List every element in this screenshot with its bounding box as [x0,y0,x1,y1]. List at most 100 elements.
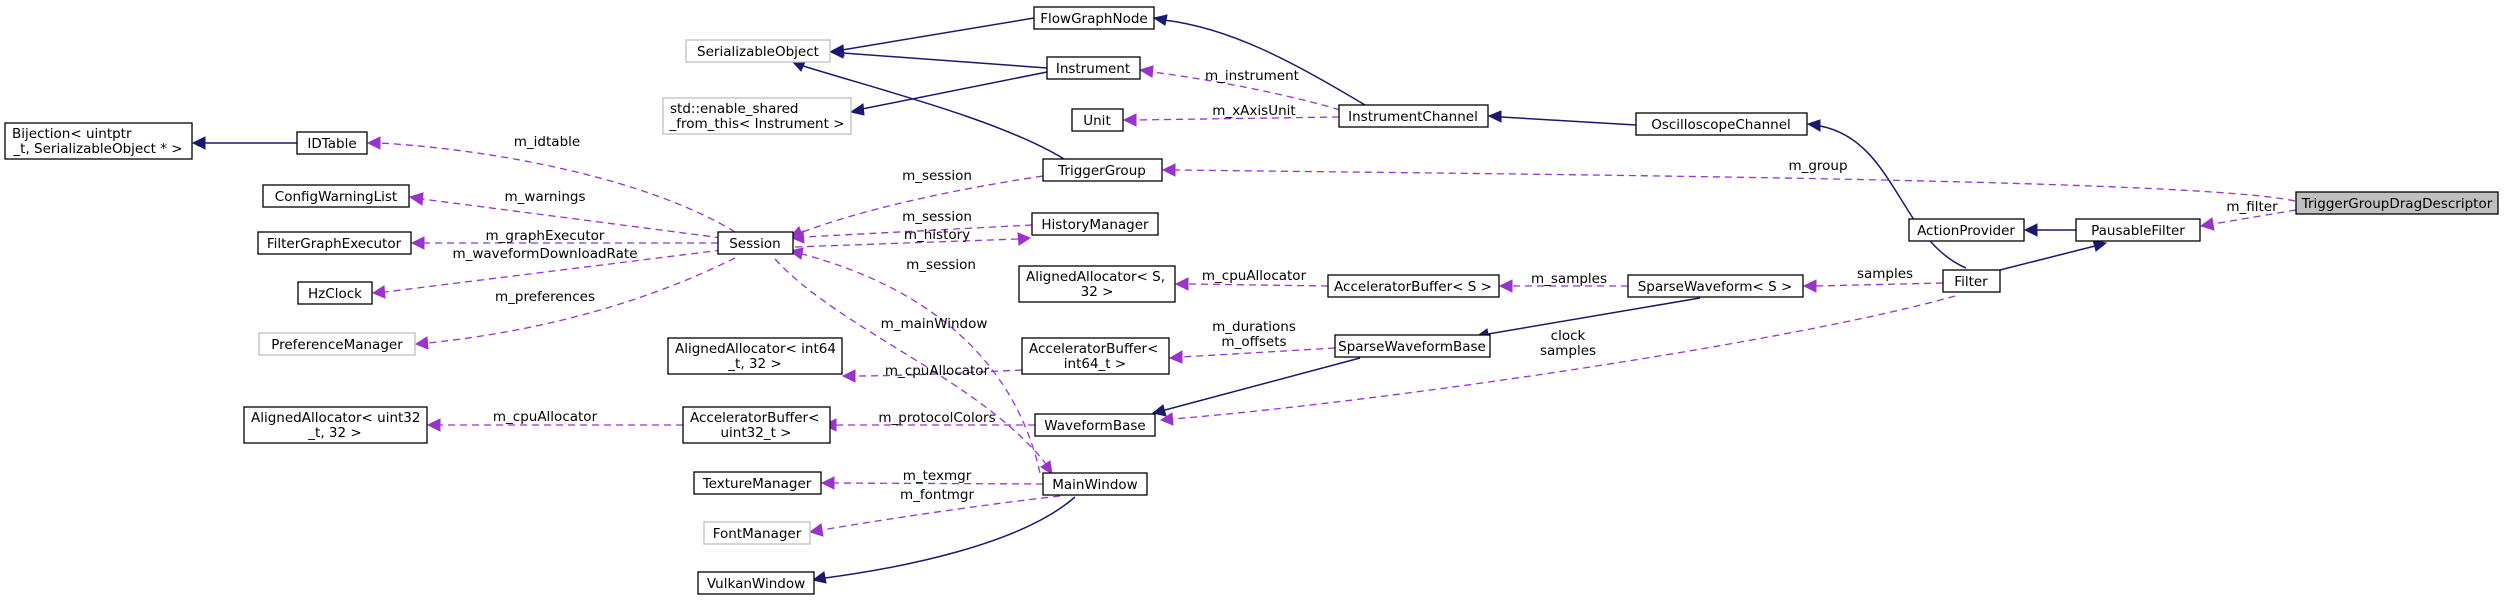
node-label: ConfigWarningList [275,189,397,205]
node-label: SerializableObject [697,44,819,60]
edge-m-cpuallocator-int64 [854,369,1023,377]
node-instrumentchannel[interactable]: InstrumentChannel [1338,104,1489,128]
node-label: FontManager [713,526,802,542]
node-label: InstrumentChannel [1348,109,1478,125]
edge-label-m-preferences: m_preferences [495,289,595,305]
node-label: TextureManager [702,476,812,492]
node-label: PreferenceManager [271,337,403,353]
node-label: TriggerGroupDragDescriptor [2301,196,2493,212]
nodes: TriggerGroupDragDescriptor TriggerGroup … [4,6,2499,595]
node-enable-shared-from-this[interactable]: std::enable_shared _from_this< Instrumen… [662,97,852,135]
node-filter[interactable]: Filter [1942,269,2001,293]
node-vulkanwindow[interactable]: VulkanWindow [697,571,815,595]
node-label-line-1: AlignedAllocator< S, [1026,269,1165,285]
node-hzclock[interactable]: HzClock [297,281,373,305]
node-historymanager[interactable]: HistoryManager [1031,212,1159,236]
node-session[interactable]: Session [717,231,794,255]
node-acceleratorbuffer-s[interactable]: AcceleratorBuffer< S > [1327,274,1500,298]
node-sparsewaveform[interactable]: SparseWaveform< S > [1627,274,1804,298]
edge-label-m-filter: m_filter [2226,199,2278,215]
edge-sparsewaveform-sparsewaveformbase [1487,297,1701,335]
edge-m-history [794,238,1019,248]
edge-m-idtable [379,142,736,233]
edge-filter-oscilloscopechannel [1819,125,1967,269]
edge-m-instrument [1151,71,1341,111]
node-label-line-2: _from_this< Instrument > [668,116,844,132]
node-acceleratorbuffer-int64[interactable]: AcceleratorBuffer< int64_t > [1021,337,1170,375]
edge-label-m-session-mainwindow: m_session [906,257,976,273]
edge-sparsewaveformbase-waveformbase [1164,357,1361,411]
node-alignedallocator-uint32[interactable]: AlignedAllocator< uint32 _t, 32 > [243,406,428,444]
node-label-line-2: uint32_t > [721,425,792,441]
node-triggergroup[interactable]: TriggerGroup [1042,158,1163,182]
node-label-line-1: Bijection< uintptr [12,126,132,142]
edge-m-fontmgr [821,495,1061,531]
edge-label-m-mainwindow: m_mainWindow [881,316,988,332]
node-label: Session [729,236,781,252]
edge-m-preferences [427,257,736,344]
edge-filter-pausablefilter [1999,245,2096,271]
node-label-line-1: AlignedAllocator< uint32 [251,410,420,426]
edge-label-m-group: m_group [1788,158,1847,174]
edge-label-m-history: m_history [904,227,970,243]
node-pausablefilter[interactable]: PausableFilter [2075,218,2201,242]
edge-label-m-fontmgr: m_fontmgr [900,487,974,503]
edge-label-clock: clock [1551,328,1586,344]
node-flowgraphnode[interactable]: FlowGraphNode [1033,6,1155,30]
node-sparsewaveformbase[interactable]: SparseWaveformBase [1334,334,1491,358]
node-actionprovider[interactable]: ActionProvider [1908,218,2025,242]
node-alignedallocator-int64[interactable]: AlignedAllocator< int64 _t, 32 > [667,337,843,375]
node-label-line-1: std::enable_shared [670,101,799,117]
edge-m-durations-offsets [1181,347,1336,358]
node-label-line-1: AcceleratorBuffer< [1029,341,1158,357]
node-label: HzClock [308,286,362,302]
node-serializableobject[interactable]: SerializableObject [685,39,831,63]
node-label: IDTable [307,136,356,152]
edge-instrument-enableshared [861,71,1048,110]
node-alignedallocator-s[interactable]: AlignedAllocator< S, 32 > [1018,265,1176,303]
node-filtergraphexecutor[interactable]: FilterGraphExecutor [257,231,412,255]
edge-label-m-cpuallocator-uint32: m_cpuAllocator [493,409,598,425]
edge-m-xaxisunit [1135,116,1340,121]
edge-samples [1815,282,1944,287]
edge-label-m-xaxisunit: m_xAxisUnit [1212,103,1295,119]
node-label: PausableFilter [2091,223,2185,239]
edge-label-m-waveformdownloadrate: m_waveformDownloadRate [452,246,637,262]
node-label: OscilloscopeChannel [1651,117,1791,133]
node-label: SparseWaveform< S > [1638,279,1793,295]
edge-label-m-instrument: m_instrument [1205,68,1299,84]
edge-label-m-durations: m_durations [1212,319,1296,335]
node-unit[interactable]: Unit [1071,108,1124,132]
node-fontmanager[interactable]: FontManager [703,521,811,545]
node-mainwindow[interactable]: MainWindow [1042,472,1148,496]
node-acceleratorbuffer-uint32[interactable]: AcceleratorBuffer< uint32_t > [682,406,831,444]
node-label-line-1: AlignedAllocator< int64 [675,341,836,357]
edge-m-cpuallocator-s [1187,283,1329,287]
node-label-line-2: 32 > [1081,284,1114,300]
edge-label-m-cpuallocator-s: m_cpuAllocator [1202,268,1307,284]
node-label: SparseWaveformBase [1338,339,1486,355]
node-triggergroupdragdescriptor[interactable]: TriggerGroupDragDescriptor [2295,191,2499,215]
node-label-line-2: _t, SerializableObject * > [12,141,182,157]
node-label: Instrument [1056,61,1130,77]
node-label-line-2: _t, 32 > [727,356,781,372]
node-oscilloscopechannel[interactable]: OscilloscopeChannel [1635,112,1808,136]
edge-label-m-offsets: m_offsets [1221,334,1286,350]
edge-m-mainwindow [774,258,1047,465]
node-preferencemanager[interactable]: PreferenceManager [258,332,416,356]
node-texturemanager[interactable]: TextureManager [693,471,822,495]
node-waveformbase[interactable]: WaveformBase [1034,413,1156,437]
node-configwarninglist[interactable]: ConfigWarningList [262,184,410,208]
edge-label-m-samples: m_samples [1531,271,1607,287]
edge-m-session-triggergroup [799,175,1044,234]
edge-instrument-serializableobject [842,52,1048,69]
node-bijection[interactable]: Bijection< uintptr _t, SerializableObjec… [4,122,193,160]
edge-mainwindow-vulkanwindow [824,496,1076,579]
edge-labels: m_group m_filter samples clock samples m… [452,68,2278,503]
node-label-line-1: AcceleratorBuffer< [690,410,819,426]
edge-label-samples: samples [1857,266,1913,282]
node-label: AcceleratorBuffer< S > [1334,279,1492,295]
node-instrument[interactable]: Instrument [1046,56,1141,80]
node-label: MainWindow [1052,477,1137,493]
node-idtable[interactable]: IDTable [296,131,368,155]
